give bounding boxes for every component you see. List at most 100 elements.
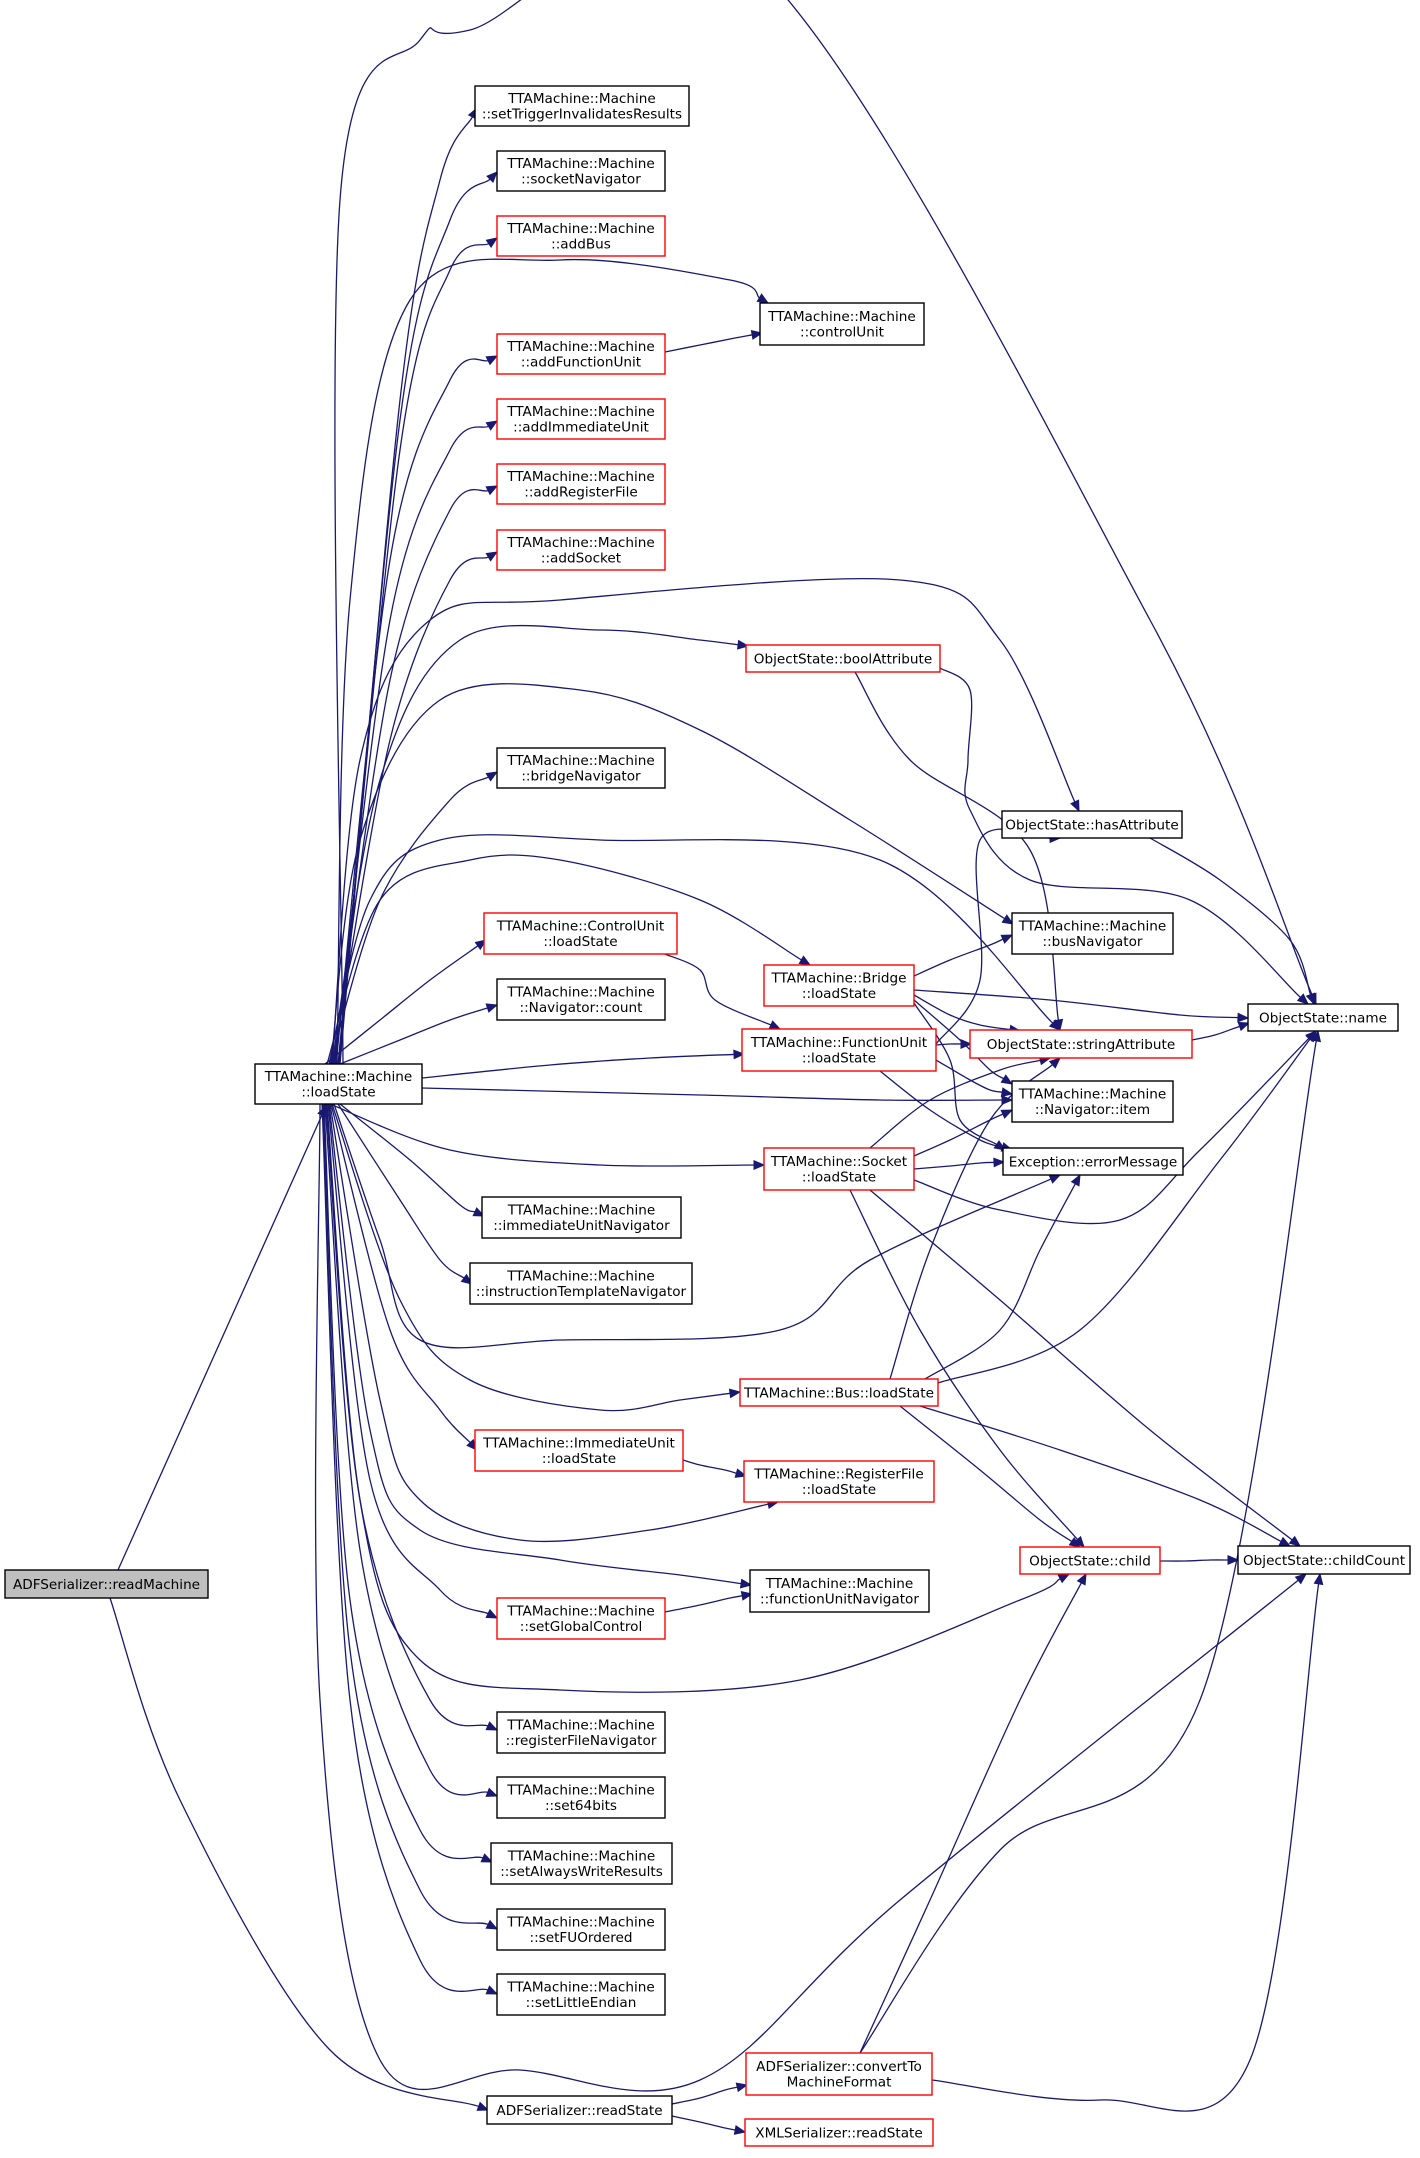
node-name[interactable]: ObjectState::name [1247,1003,1399,1032]
node-box[interactable] [1247,1003,1399,1032]
node-label: ::addFunctionUnit [521,355,641,371]
node-box[interactable] [969,1029,1193,1059]
node-fuLoadState[interactable]: TTAMachine::FunctionUnit::loadState [741,1028,937,1072]
node-box[interactable] [763,1147,915,1191]
edge-busLoadState-to-errorMessage [924,1173,1081,1380]
node-child[interactable]: ObjectState::child [1019,1546,1161,1575]
node-iuLoadState[interactable]: TTAMachine::ImmediateUnit::loadState [474,1429,684,1472]
edge-loadState-to-navItem [421,1087,1014,1105]
node-box[interactable] [254,1063,423,1105]
node-set64bits[interactable]: TTAMachine::Machine::set64bits [496,1776,666,1819]
node-immediateUnitNavigator[interactable]: TTAMachine::Machine::immediateUnitNaviga… [481,1196,682,1239]
edge-convertToMachineFormat-to-name [859,1029,1322,2054]
node-bridgeNavigator[interactable]: TTAMachine::Machine::bridgeNavigator [496,747,666,789]
node-label: ::functionUnitNavigator [760,1592,919,1608]
node-busNavigator[interactable]: TTAMachine::Machine::busNavigator [1011,912,1174,955]
node-box[interactable] [486,2095,673,2125]
arrowhead-icon [485,237,499,249]
node-addRegisterFile[interactable]: TTAMachine::Machine::addRegisterFile [496,463,666,505]
arrowhead-icon [480,1853,494,1863]
node-box[interactable] [474,1429,684,1472]
arrowhead-icon [1048,1057,1061,1069]
node-box[interactable] [749,1569,930,1613]
node-box[interactable] [1011,912,1174,955]
node-box[interactable] [496,463,666,505]
node-errorMessage[interactable]: Exception::errorMessage [1002,1147,1184,1176]
node-box[interactable] [743,1460,935,1503]
node-setTriggerInvalidatesResults[interactable]: TTAMachine::Machine::setTriggerInvalidat… [474,85,690,127]
node-box[interactable] [759,302,925,346]
node-box[interactable] [490,1842,673,1885]
node-box[interactable] [496,747,666,789]
node-readState[interactable]: ADFSerializer::readState [486,2095,673,2125]
edge-loadState-to-instructionTemplateNavigator [337,1103,474,1285]
node-loadState[interactable]: TTAMachine::Machine::loadState [254,1063,423,1105]
node-label: TTAMachine::Machine [506,1604,655,1620]
node-addSocket[interactable]: TTAMachine::Machine::addSocket [496,529,666,571]
node-box[interactable] [496,1973,666,2016]
node-navCount[interactable]: TTAMachine::Machine::Navigator::count [496,978,666,1021]
node-boolAttribute[interactable]: ObjectState::boolAttribute [745,644,941,673]
node-setLittleEndian[interactable]: TTAMachine::Machine::setLittleEndian [496,1973,666,2016]
node-label: ObjectState::boolAttribute [754,651,932,667]
node-hasAttribute[interactable]: ObjectState::hasAttribute [1001,810,1183,839]
edge-line [913,1161,995,1170]
edge-line [879,1070,1003,1148]
node-box[interactable] [496,398,666,440]
node-box[interactable] [1237,1545,1411,1575]
node-functionUnitNavigator[interactable]: TTAMachine::Machine::functionUnitNavigat… [749,1569,930,1613]
node-instructionTemplateNavigator[interactable]: TTAMachine::Machine::instructionTemplate… [469,1262,693,1305]
node-box[interactable] [745,644,941,673]
node-box[interactable] [739,1378,939,1407]
node-addFunctionUnit[interactable]: TTAMachine::Machine::addFunctionUnit [496,333,666,375]
node-box[interactable] [496,215,666,257]
node-socketLoadState[interactable]: TTAMachine::Socket::loadState [763,1147,915,1191]
node-box[interactable] [469,1262,693,1305]
node-addImmediateUnit[interactable]: TTAMachine::Machine::addImmediateUnit [496,398,666,440]
node-box[interactable] [496,1597,666,1640]
node-box[interactable] [1001,810,1183,839]
node-box[interactable] [1019,1546,1161,1575]
node-readMachine[interactable]: ADFSerializer::readMachine [4,1569,209,1599]
node-box[interactable] [496,1711,666,1754]
node-cuLoadState[interactable]: TTAMachine::ControlUnit::loadState [483,912,678,955]
node-label: TTAMachine::Machine [507,91,656,107]
edge-line [333,488,489,1065]
node-controlUnit[interactable]: TTAMachine::Machine::controlUnit [759,302,925,346]
node-stringAttribute[interactable]: ObjectState::stringAttribute [969,1029,1193,1059]
node-box[interactable] [496,529,666,571]
edge-loadState-to-rfLoadState [329,1103,780,1543]
node-navItem[interactable]: TTAMachine::Machine::Navigator::item [1011,1080,1174,1123]
edge-loadState-to-setFUOrdered [322,1103,499,1930]
node-addBus[interactable]: TTAMachine::Machine::addBus [496,215,666,257]
call-graph-edges [109,0,1324,2135]
edge-line [327,1103,489,1615]
arrowhead-icon [733,1049,746,1060]
node-box[interactable] [474,85,690,127]
node-box[interactable] [496,1776,666,1819]
node-setAlwaysWriteResults[interactable]: TTAMachine::Machine::setAlwaysWriteResul… [490,1842,673,1885]
node-box[interactable] [744,2118,934,2147]
node-childCount[interactable]: ObjectState::childCount [1237,1545,1411,1575]
node-box[interactable] [496,333,666,375]
node-box[interactable] [481,1196,682,1239]
node-registerFileNavigator[interactable]: TTAMachine::Machine::registerFileNavigat… [496,1711,666,1754]
node-box[interactable] [763,964,915,1007]
node-box[interactable] [4,1569,209,1599]
node-box[interactable] [1002,1147,1184,1176]
node-box[interactable] [483,912,678,955]
node-setGlobalControl[interactable]: TTAMachine::Machine::setGlobalControl [496,1597,666,1640]
node-setFUOrdered[interactable]: TTAMachine::Machine::setFUOrdered [496,1908,666,1951]
node-box[interactable] [1011,1080,1174,1123]
node-socketNavigator[interactable]: TTAMachine::Machine::socketNavigator [496,150,666,192]
node-box[interactable] [745,2052,933,2096]
node-bridgeLoadState[interactable]: TTAMachine::Bridge::loadState [763,964,915,1007]
node-box[interactable] [496,1908,666,1951]
node-xmlReadState[interactable]: XMLSerializer::readState [744,2118,934,2147]
node-box[interactable] [496,978,666,1021]
node-box[interactable] [741,1028,937,1072]
node-rfLoadState[interactable]: TTAMachine::RegisterFile::loadState [743,1460,935,1503]
node-box[interactable] [496,150,666,192]
node-busLoadState[interactable]: TTAMachine::Bus::loadState [739,1378,939,1407]
